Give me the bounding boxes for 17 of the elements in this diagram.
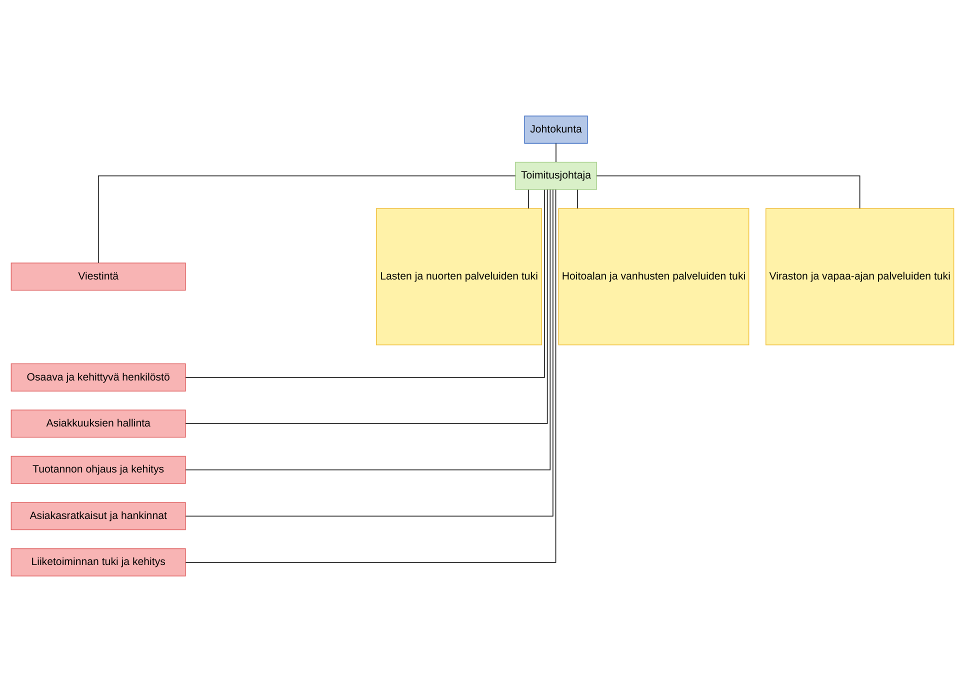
connector	[577, 189, 578, 209]
connector	[98, 176, 516, 264]
connector	[528, 189, 529, 209]
node-box: Lasten ja nuorten palveluiden tuki	[376, 208, 542, 346]
node-box: Hoitoalan ja vanhusten palveluiden tuki	[558, 208, 750, 346]
node-box: Tuotannon ohjaus ja kehitys	[10, 456, 186, 484]
node-box: Liiketoiminnan tuki ja kehitys	[10, 548, 186, 576]
node-box: Toimitusjohtaja	[515, 162, 597, 190]
node-box: Johtokunta	[524, 116, 588, 144]
node-box: Osaava ja kehittyvä henkilöstö	[10, 363, 186, 392]
node-box: Asiakkuuksien hallinta	[10, 410, 186, 438]
node-box: Viraston ja vapaa-ajan palveluiden tuki	[766, 208, 954, 346]
connector	[596, 176, 860, 209]
node-box: Asiakasratkaisut ja hankinnat	[10, 502, 186, 530]
connector	[185, 189, 545, 378]
node-box: Viestintä	[10, 262, 186, 291]
connector	[185, 189, 548, 424]
